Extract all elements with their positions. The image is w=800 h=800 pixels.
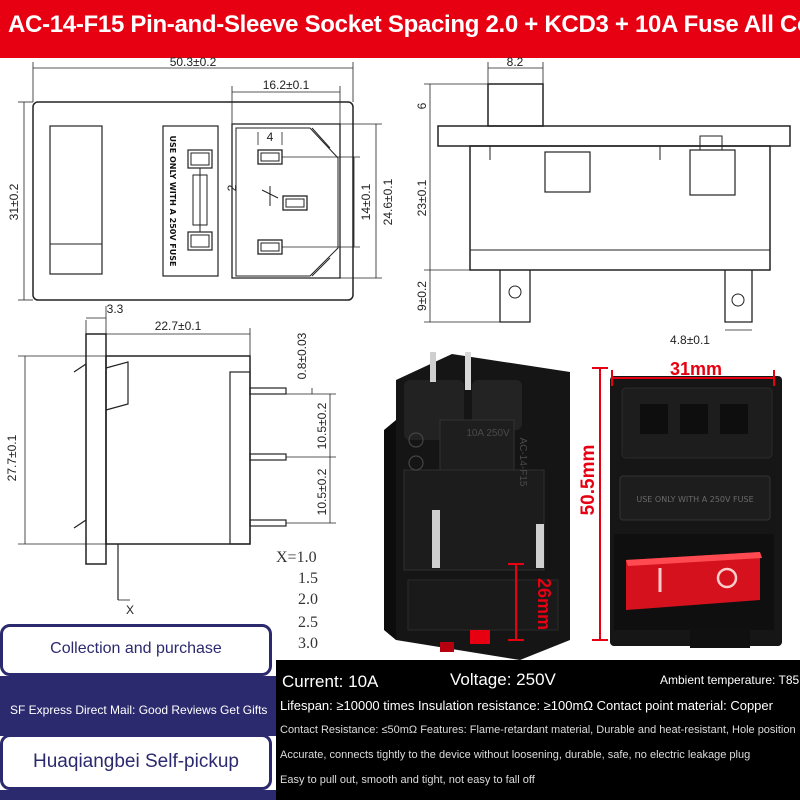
height-dimension-label: 50.5mm: [578, 445, 599, 516]
spec-ambient: Ambient temperature: T85: [660, 673, 800, 687]
back-marking-model: AC-14-F15: [517, 438, 528, 487]
spec-panel: Current: 10A Voltage: 250V Ambient tempe…: [276, 660, 800, 800]
x-value: 1.5: [298, 570, 318, 587]
top-side-view: [424, 62, 791, 331]
pin-4-label: 4: [267, 130, 274, 144]
title-banner: AC-14-F15 Pin-and-Sleeve Socket Spacing …: [0, 0, 800, 58]
socket-width-label: 16.2±0.1: [263, 78, 310, 92]
fuse-warning-label: USE ONLY WITH A 250V FUSE: [168, 135, 177, 266]
x-value: X=1.0: [276, 549, 317, 566]
tab-height-label: 9±0.2: [415, 281, 429, 311]
bottom-band: [0, 790, 276, 800]
tab-width-label: 4.8±0.1: [670, 333, 710, 347]
spec-voltage: Voltage: 250V: [450, 670, 556, 689]
pin-thickness-label: 0.8±0.03: [295, 332, 309, 379]
photo-fuse-label: USE ONLY WITH A 250V FUSE: [636, 495, 753, 504]
page-title: AC-14-F15 Pin-and-Sleeve Socket Spacing …: [8, 11, 800, 38]
back-marking-rating: 10A 250V: [466, 428, 510, 439]
depth-dimension-marker: [508, 563, 524, 641]
width-dimension-label: 31mm: [670, 359, 722, 379]
top-height-label: 6: [415, 102, 429, 109]
collect-purchase-button[interactable]: Collection and purchase: [0, 624, 272, 676]
front-height-label: 31±0.2: [7, 183, 21, 220]
depth-dimension-label: 26mm: [534, 578, 554, 630]
spec-current: Current: 10A: [282, 672, 379, 691]
side-height-label: 27.7±0.1: [5, 434, 19, 481]
pin-spacing-bottom-label: 10.5±0.2: [315, 468, 329, 515]
pin-2-label: 2: [225, 184, 239, 191]
spec-lifespan: Lifespan: ≥10000 times Insulation resist…: [280, 698, 773, 713]
side-view: [18, 306, 336, 601]
product-photo-front: USE ONLY WITH A 250V FUSE: [610, 376, 782, 648]
depth-label: 22.7±0.1: [155, 319, 202, 333]
x-values-list: X=1.0 1.5 2.0 2.5 3.0: [276, 549, 318, 652]
sf-express-band: [0, 676, 276, 736]
spec-easy: Easy to pull out, smooth and tight, not …: [280, 774, 535, 786]
height-dimension-marker: [592, 367, 608, 641]
x-value: 2.5: [298, 614, 318, 631]
spec-accurate: Accurate, connects tightly to the device…: [280, 749, 751, 761]
x-dimension-label: X: [126, 603, 134, 617]
body-height-label: 23±0.1: [415, 179, 429, 216]
x-value: 2.0: [298, 591, 318, 608]
pin-spacing-top-label: 10.5±0.2: [315, 402, 329, 449]
flange-label: 3.3: [107, 302, 124, 316]
front-width-label: 50.3±0.2: [170, 55, 217, 69]
width-dimension-marker: [611, 370, 775, 386]
top-width-label: 8.2: [507, 55, 524, 69]
x-value: 3.0: [298, 635, 318, 652]
pin-spacing-label: 14±0.1: [359, 183, 373, 220]
spec-contact: Contact Resistance: ≤50mΩ Features: Flam…: [280, 724, 796, 736]
sf-express-text: SF Express Direct Mail: Good Reviews Get…: [10, 703, 268, 717]
product-photo-back: 10A 250V AC-14-F15: [384, 352, 570, 660]
front-view: [18, 62, 382, 301]
self-pickup-button[interactable]: Huaqiangbei Self-pickup: [0, 734, 272, 790]
socket-height-label: 24.6±0.1: [381, 178, 395, 225]
